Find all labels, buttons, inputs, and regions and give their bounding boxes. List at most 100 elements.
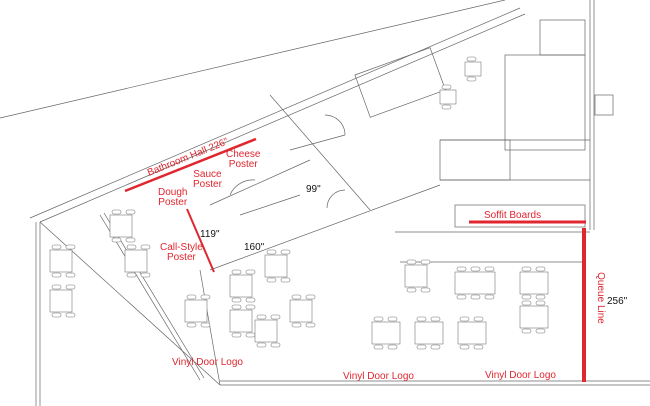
chair (305, 294, 316, 300)
chair (65, 244, 76, 250)
chair (65, 312, 76, 318)
chair (470, 294, 481, 300)
chair (51, 312, 62, 318)
chair (535, 266, 546, 272)
chair (406, 259, 417, 265)
chair (280, 277, 291, 283)
table (454, 271, 496, 295)
seating-tables (49, 56, 549, 350)
chair (125, 237, 136, 243)
chair (111, 237, 122, 243)
table (519, 271, 549, 295)
dimension-160: 160" (244, 242, 265, 253)
chair (186, 294, 197, 300)
table (464, 61, 482, 77)
call-style-poster-line (186, 208, 215, 273)
cheese-poster-line2: Poster (228, 159, 258, 170)
chair (231, 269, 242, 275)
chair (373, 344, 384, 350)
table (254, 319, 278, 343)
table (414, 321, 444, 345)
sauce-poster-line2: Poster (193, 179, 222, 190)
chair (126, 272, 137, 278)
table (184, 299, 208, 323)
chair (473, 344, 484, 350)
dough-poster-line1: Dough (158, 187, 188, 198)
chair (420, 287, 431, 293)
chair (291, 322, 302, 328)
chair (140, 244, 151, 250)
chair (51, 244, 62, 250)
table (371, 321, 401, 345)
chair (521, 328, 532, 334)
chair (430, 344, 441, 350)
chair (65, 272, 76, 278)
table (124, 249, 148, 273)
chair (484, 266, 495, 272)
chair (111, 209, 122, 215)
chair (291, 294, 302, 300)
dough-poster-line2: Poster (158, 197, 188, 208)
queue-line-label: Queue Line (594, 272, 606, 324)
chair (186, 322, 197, 328)
chair (535, 328, 546, 334)
table (49, 249, 73, 273)
cheese-poster-line1: Cheese (226, 149, 261, 160)
table (229, 274, 253, 298)
chair (484, 294, 495, 300)
chair (65, 284, 76, 290)
table (439, 89, 457, 105)
chair (245, 297, 256, 303)
table (289, 299, 313, 323)
chair (387, 344, 398, 350)
chair (430, 316, 441, 322)
chair (231, 332, 242, 338)
chair (245, 304, 256, 310)
chair (373, 316, 384, 322)
chair (416, 344, 427, 350)
chair (420, 259, 431, 265)
table (264, 254, 288, 278)
annotation-lines (124, 137, 586, 382)
sauce-poster-line1: Sauce (193, 169, 222, 180)
chair (466, 56, 477, 62)
dimension-119: 119" (200, 229, 220, 240)
table (457, 321, 487, 345)
chair (441, 104, 452, 110)
bathroom-hall-line (124, 137, 257, 193)
vinyl-door-logo-3: Vinyl Door Logo (485, 370, 556, 381)
chair (466, 76, 477, 82)
chair (406, 287, 417, 293)
chair (521, 300, 532, 306)
chair (456, 266, 467, 272)
chair (140, 272, 151, 278)
chair (521, 294, 532, 300)
call-style-poster-line2: Poster (166, 252, 196, 263)
dimension-99: 99" (306, 184, 321, 195)
table (404, 264, 428, 288)
table (109, 214, 133, 238)
chair (266, 249, 277, 255)
chair (245, 269, 256, 275)
chair (459, 316, 470, 322)
chair (441, 84, 452, 90)
chair (51, 272, 62, 278)
soffit-boards-label: Soffit Boards (484, 210, 542, 221)
chair (521, 266, 532, 272)
chair (200, 294, 211, 300)
chair (535, 300, 546, 306)
table (229, 309, 253, 333)
call-style-poster-line1: Call-Style (160, 242, 203, 253)
chair (245, 332, 256, 338)
chair (126, 244, 137, 250)
chair (416, 316, 427, 322)
chair (125, 209, 136, 215)
chair (270, 342, 281, 348)
